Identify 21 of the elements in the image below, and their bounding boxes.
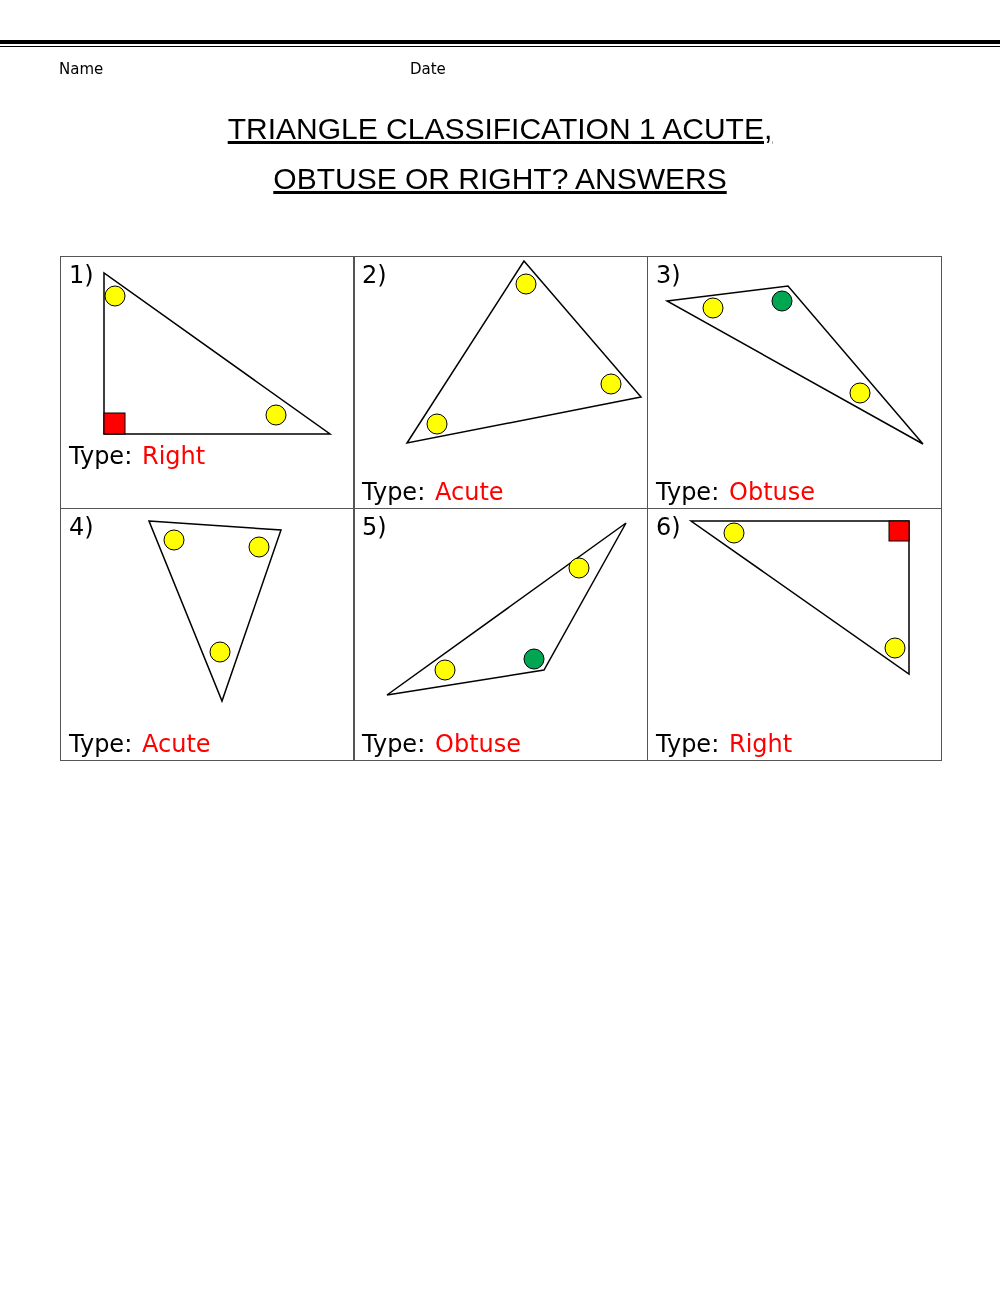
problem-number: 2): [362, 261, 387, 289]
answer-text: Acute: [435, 478, 504, 506]
date-label: Date: [410, 60, 446, 78]
type-label: Type:: [656, 478, 720, 506]
answer-text: Right: [729, 730, 793, 758]
answer-text: Obtuse: [435, 730, 521, 758]
type-label: Type:: [69, 730, 133, 758]
problem-number: 6): [656, 513, 681, 541]
type-label: Type:: [69, 442, 133, 470]
answer-text: Obtuse: [729, 478, 815, 506]
answer-text: Acute: [142, 730, 211, 758]
type-label: Type:: [362, 478, 426, 506]
type-label: Type:: [656, 730, 720, 758]
worksheet-title: TRIANGLE CLASSIFICATION 1 ACUTE, OBTUSE OR RIGHT? ANSWERS: [226, 111, 774, 197]
name-label: Name: [59, 60, 104, 78]
answer-text: Right: [142, 442, 206, 470]
type-label: Type:: [362, 730, 426, 758]
problem-number: 4): [69, 513, 94, 541]
problem-number: 3): [656, 261, 681, 289]
problem-number: 5): [362, 513, 387, 541]
problem-number: 1): [69, 261, 94, 289]
